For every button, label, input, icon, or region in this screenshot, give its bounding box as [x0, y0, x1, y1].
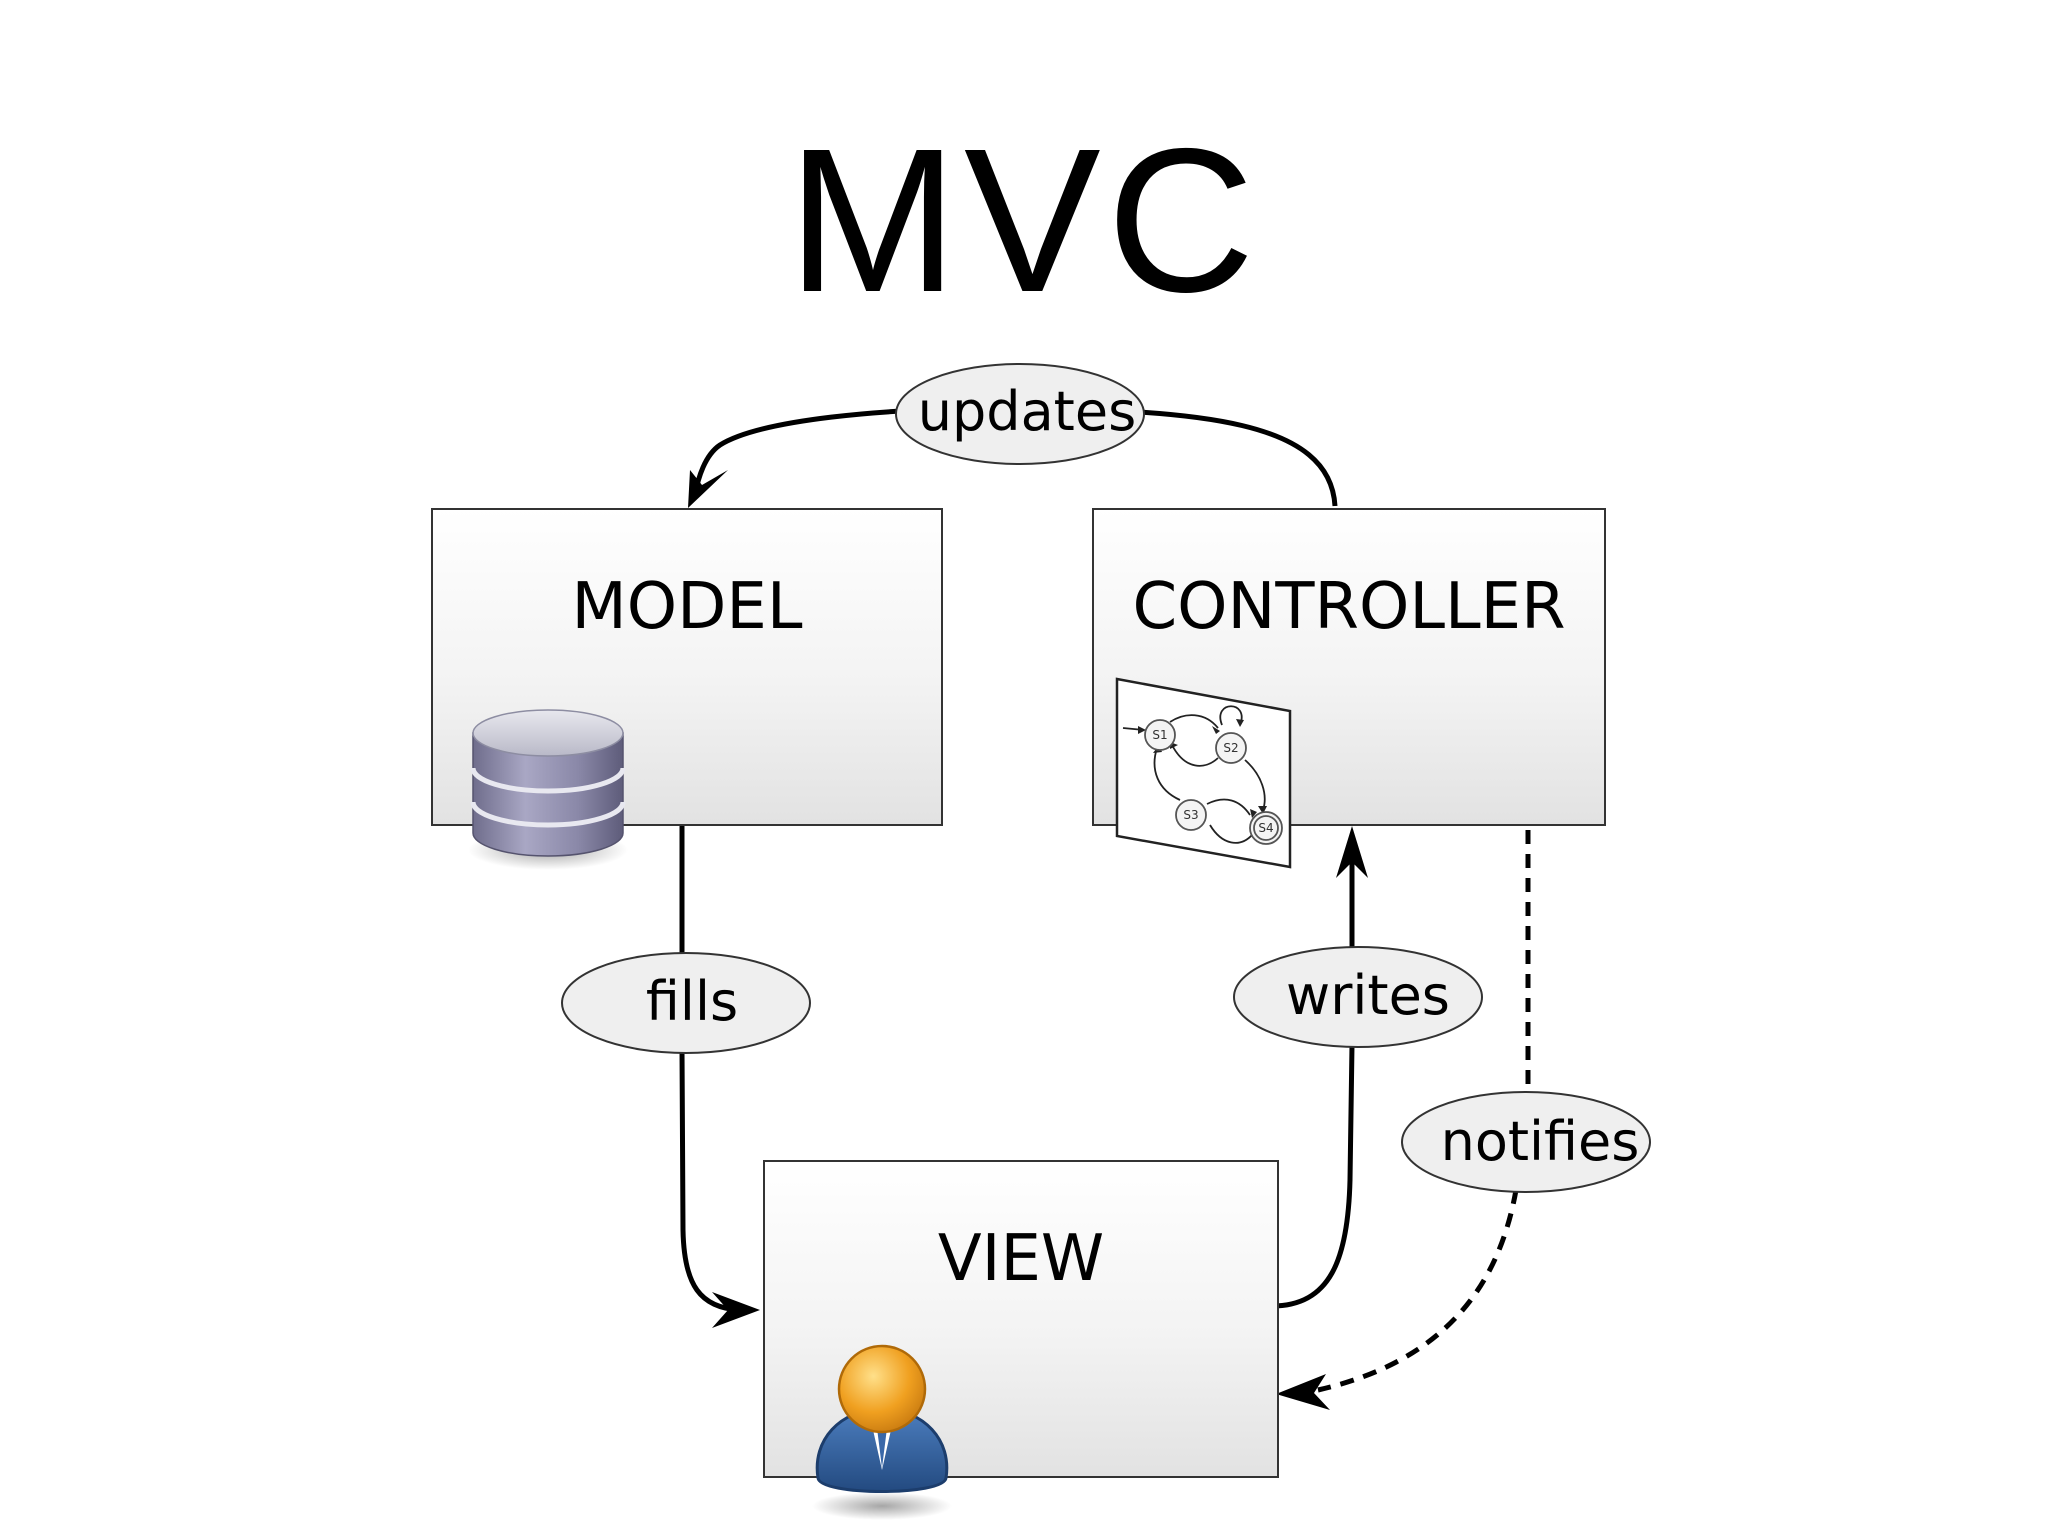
- controller-label: CONTROLLER: [1132, 570, 1565, 644]
- edge-label-updates-text: updates: [918, 380, 1136, 443]
- edge-label-writes-text: writes: [1286, 964, 1450, 1027]
- edge-writes-arrowhead: [1336, 826, 1368, 878]
- edge-fills-arrowhead: [712, 1292, 760, 1328]
- view-node: VIEW: [763, 1160, 1279, 1520]
- edge-notifies-line: [1317, 830, 1531, 1393]
- diagram-title: MVC: [787, 106, 1261, 335]
- user-icon: [812, 1344, 952, 1520]
- edge-fills-line: [679, 826, 741, 1313]
- edge-label-writes: writes: [1233, 946, 1483, 1048]
- state-label-s4: S4: [1258, 821, 1273, 835]
- model-label: MODEL: [572, 570, 803, 644]
- state-label-s2: S2: [1223, 741, 1238, 755]
- edge-label-notifies: notifies: [1401, 1091, 1651, 1193]
- view-label: VIEW: [938, 1222, 1104, 1296]
- database-icon: [468, 709, 628, 870]
- edge-label-fills-text: fills: [646, 970, 738, 1033]
- edge-label-notifies-text: notifies: [1441, 1110, 1640, 1173]
- edge-label-fills: fills: [561, 952, 811, 1054]
- edge-writes-line: [1271, 860, 1355, 1309]
- edge-updates-arrowhead: [688, 470, 728, 508]
- model-node: MODEL: [431, 508, 943, 870]
- state-machine-icon: S1 S2 S3 S4: [1115, 677, 1292, 869]
- edge-label-updates: updates: [895, 363, 1145, 465]
- state-label-s3: S3: [1183, 808, 1198, 822]
- edge-notifies-arrowhead: [1276, 1374, 1330, 1410]
- state-label-s1: S1: [1152, 728, 1167, 742]
- controller-node: CONTROLLER: [1092, 508, 1606, 869]
